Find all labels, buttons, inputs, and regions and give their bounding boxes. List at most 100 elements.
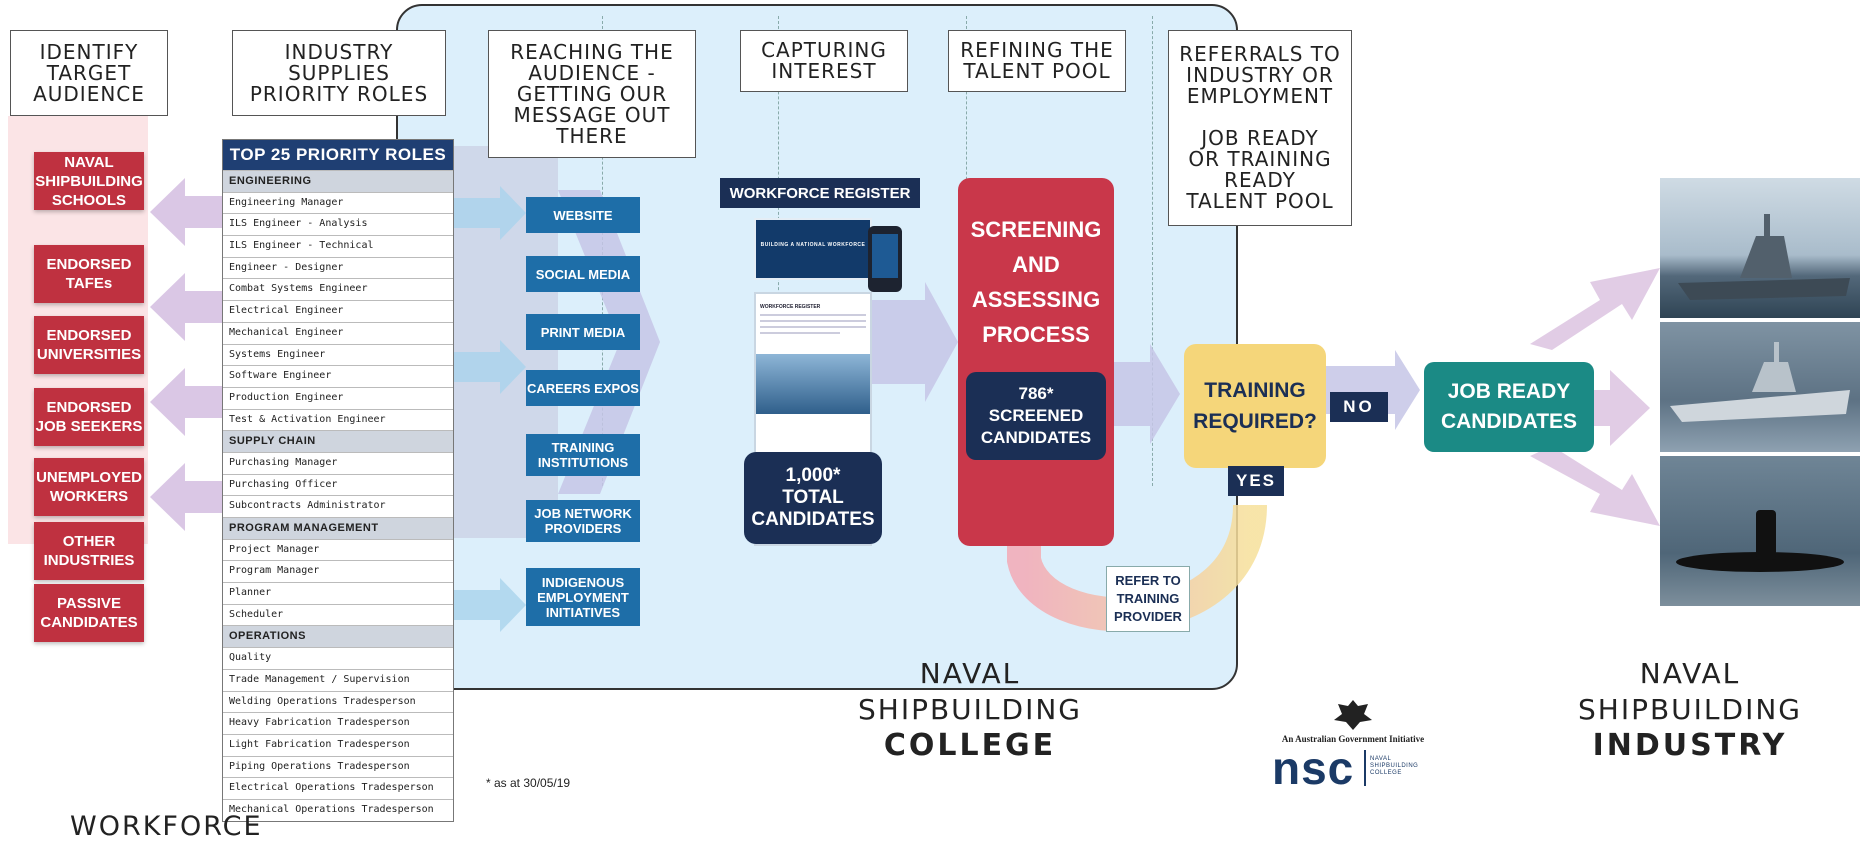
audience-other-industries: OTHER INDUSTRIES [34, 522, 144, 580]
job-ready-candidates-box: JOB READY CANDIDATES [1424, 362, 1594, 452]
role-item: Heavy Fabrication Tradesperson [223, 712, 453, 734]
role-item: ILS Engineer - Analysis [223, 213, 453, 235]
refer-training-provider-label: REFER TO TRAINING PROVIDER [1106, 566, 1190, 632]
role-item: Electrical Engineer [223, 300, 453, 322]
website-screenshot: BUILDING A NATIONAL WORKFORCE [754, 218, 872, 280]
register-page-heading: WORKFORCE REGISTER [760, 304, 821, 310]
industry-label: NAVAL SHIPBUILDING INDUSTRY [1530, 656, 1850, 764]
audience-naval-shipbuilding-schools: NAVAL SHIPBUILDING SCHOOLS [34, 152, 144, 210]
right-arrow [1110, 344, 1180, 444]
role-item: Systems Engineer [223, 343, 453, 366]
header-refining-talent-pool: REFINING THE TALENT POOL [948, 30, 1126, 92]
industry-line1: NAVAL [1639, 657, 1741, 690]
role-item: Mechanical Operations Tradesperson [223, 798, 453, 821]
role-item: Welding Operations Tradesperson [223, 690, 453, 713]
audience-passive-candidates: PASSIVE CANDIDATES [34, 584, 144, 642]
priority-roles-title: TOP 25 PRIORITY ROLES [223, 140, 453, 170]
role-item: Piping Operations Tradesperson [223, 755, 453, 778]
header-identify-target-audience: IDENTIFY TARGET AUDIENCE [10, 30, 168, 116]
screened-candidates-badge: 786* SCREENED CANDIDATES [966, 372, 1106, 460]
audience-endorsed-tafes: ENDORSED TAFEs [34, 245, 144, 303]
right-arrow [870, 282, 958, 402]
role-item: Engineer - Designer [223, 256, 453, 279]
channel-print-media: PRINT MEDIA [526, 314, 640, 350]
channel-careers-expos: CAREERS EXPOS [526, 370, 640, 406]
role-item: Trade Management / Supervision [223, 668, 453, 691]
left-arrow [150, 463, 222, 531]
coat-of-arms-icon [1328, 698, 1378, 732]
role-item: Project Manager [223, 538, 453, 561]
screening-process-box [958, 178, 1114, 546]
header-referrals: REFERRALS TO INDUSTRY OR EMPLOYMENT JOB … [1168, 30, 1352, 226]
college-line2: SHIPBUILDING [858, 693, 1082, 726]
ship-silhouette [1678, 214, 1850, 300]
role-item: Production Engineer [223, 386, 453, 409]
left-arrow [150, 273, 222, 341]
column-divider [1152, 16, 1153, 486]
audience-endorsed-universities: ENDORSED UNIVERSITIES [34, 316, 144, 374]
header-reaching-audience: REACHING THE AUDIENCE - GETTING OUR MESS… [488, 30, 696, 158]
role-item: Purchasing Manager [223, 451, 453, 474]
header-capturing-interest: CAPTURING INTEREST [740, 30, 908, 92]
role-item: Planner [223, 582, 453, 604]
industry-arrow [1530, 268, 1660, 350]
role-item: ILS Engineer - Technical [223, 235, 453, 257]
register-page-image [756, 354, 870, 414]
yes-label: YES [1228, 466, 1284, 496]
phone-icon [868, 226, 902, 292]
nsc-logo-divider [1364, 750, 1366, 786]
channel-social-media: SOCIAL MEDIA [526, 256, 640, 292]
role-category: OPERATIONS [223, 625, 453, 648]
role-item: Combat Systems Engineer [223, 278, 453, 300]
role-category: ENGINEERING [223, 170, 453, 192]
right-arrow [452, 186, 526, 240]
channel-website: WEBSITE [526, 197, 640, 233]
destroyer-image [1660, 322, 1860, 452]
workforce-register-label: WORKFORCE REGISTER [720, 178, 920, 208]
government-initiative-text: An Australian Government Initiative [1281, 734, 1425, 744]
footnote: * as at 30/05/19 [486, 776, 571, 790]
submarine-silhouette [1676, 510, 1844, 572]
training-required-box: TRAINING REQUIRED? [1184, 344, 1326, 468]
frigate-image [1660, 178, 1860, 318]
site-banner-text: BUILDING A NATIONAL WORKFORCE [760, 242, 866, 248]
channel-indigenous-employment: INDIGENOUS EMPLOYMENT INITIATIVES [526, 568, 640, 626]
total-candidates-badge: 1,000* TOTAL CANDIDATES [744, 452, 882, 544]
role-item: Light Fabrication Tradesperson [223, 733, 453, 756]
ship-silhouette [1670, 342, 1850, 422]
audience-endorsed-job-seekers: ENDORSED JOB SEEKERS [34, 388, 144, 446]
college-line1: NAVAL [919, 657, 1021, 690]
role-item: Test & Activation Engineer [223, 408, 453, 431]
role-item: Mechanical Engineer [223, 321, 453, 344]
role-item: Quality [223, 647, 453, 669]
left-arrow [150, 368, 222, 436]
college-label: NAVAL SHIPBUILDING COLLEGE [780, 656, 1160, 764]
industry-arrow [1552, 370, 1650, 446]
nsc-logo-subtext: NAVAL SHIPBUILDING COLLEGE [1370, 756, 1419, 776]
role-item: Scheduler [223, 603, 453, 626]
screening-title: SCREENING AND ASSESSING PROCESS [970, 217, 1102, 347]
college-line3: COLLEGE [883, 728, 1057, 763]
industry-arrow [1530, 446, 1660, 526]
left-arrow [150, 178, 222, 246]
no-label: NO [1330, 392, 1388, 422]
role-category: PROGRAM MANAGEMENT [223, 517, 453, 539]
channel-job-network-providers: JOB NETWORK PROVIDERS [526, 500, 640, 542]
right-arrow [452, 578, 526, 632]
channel-training-institutions: TRAINING INSTITUTIONS [526, 434, 640, 476]
audience-unemployed-workers: UNEMPLOYED WORKERS [34, 458, 144, 516]
submarine-image [1660, 456, 1860, 606]
role-category: SUPPLY CHAIN [223, 430, 453, 452]
industry-line3: INDUSTRY [1592, 728, 1788, 763]
workforce-label: WORKFORCE [70, 811, 263, 842]
role-item: Engineering Manager [223, 191, 453, 214]
nsc-logo: nsc [1272, 742, 1355, 794]
role-item: Subcontracts Administrator [223, 495, 453, 517]
right-arrow [452, 340, 526, 394]
role-item: Electrical Operations Tradesperson [223, 777, 453, 799]
role-item: Software Engineer [223, 365, 453, 387]
header-industry-supplies-roles: INDUSTRY SUPPLIES PRIORITY ROLES [232, 30, 446, 116]
role-item: Program Manager [223, 560, 453, 582]
